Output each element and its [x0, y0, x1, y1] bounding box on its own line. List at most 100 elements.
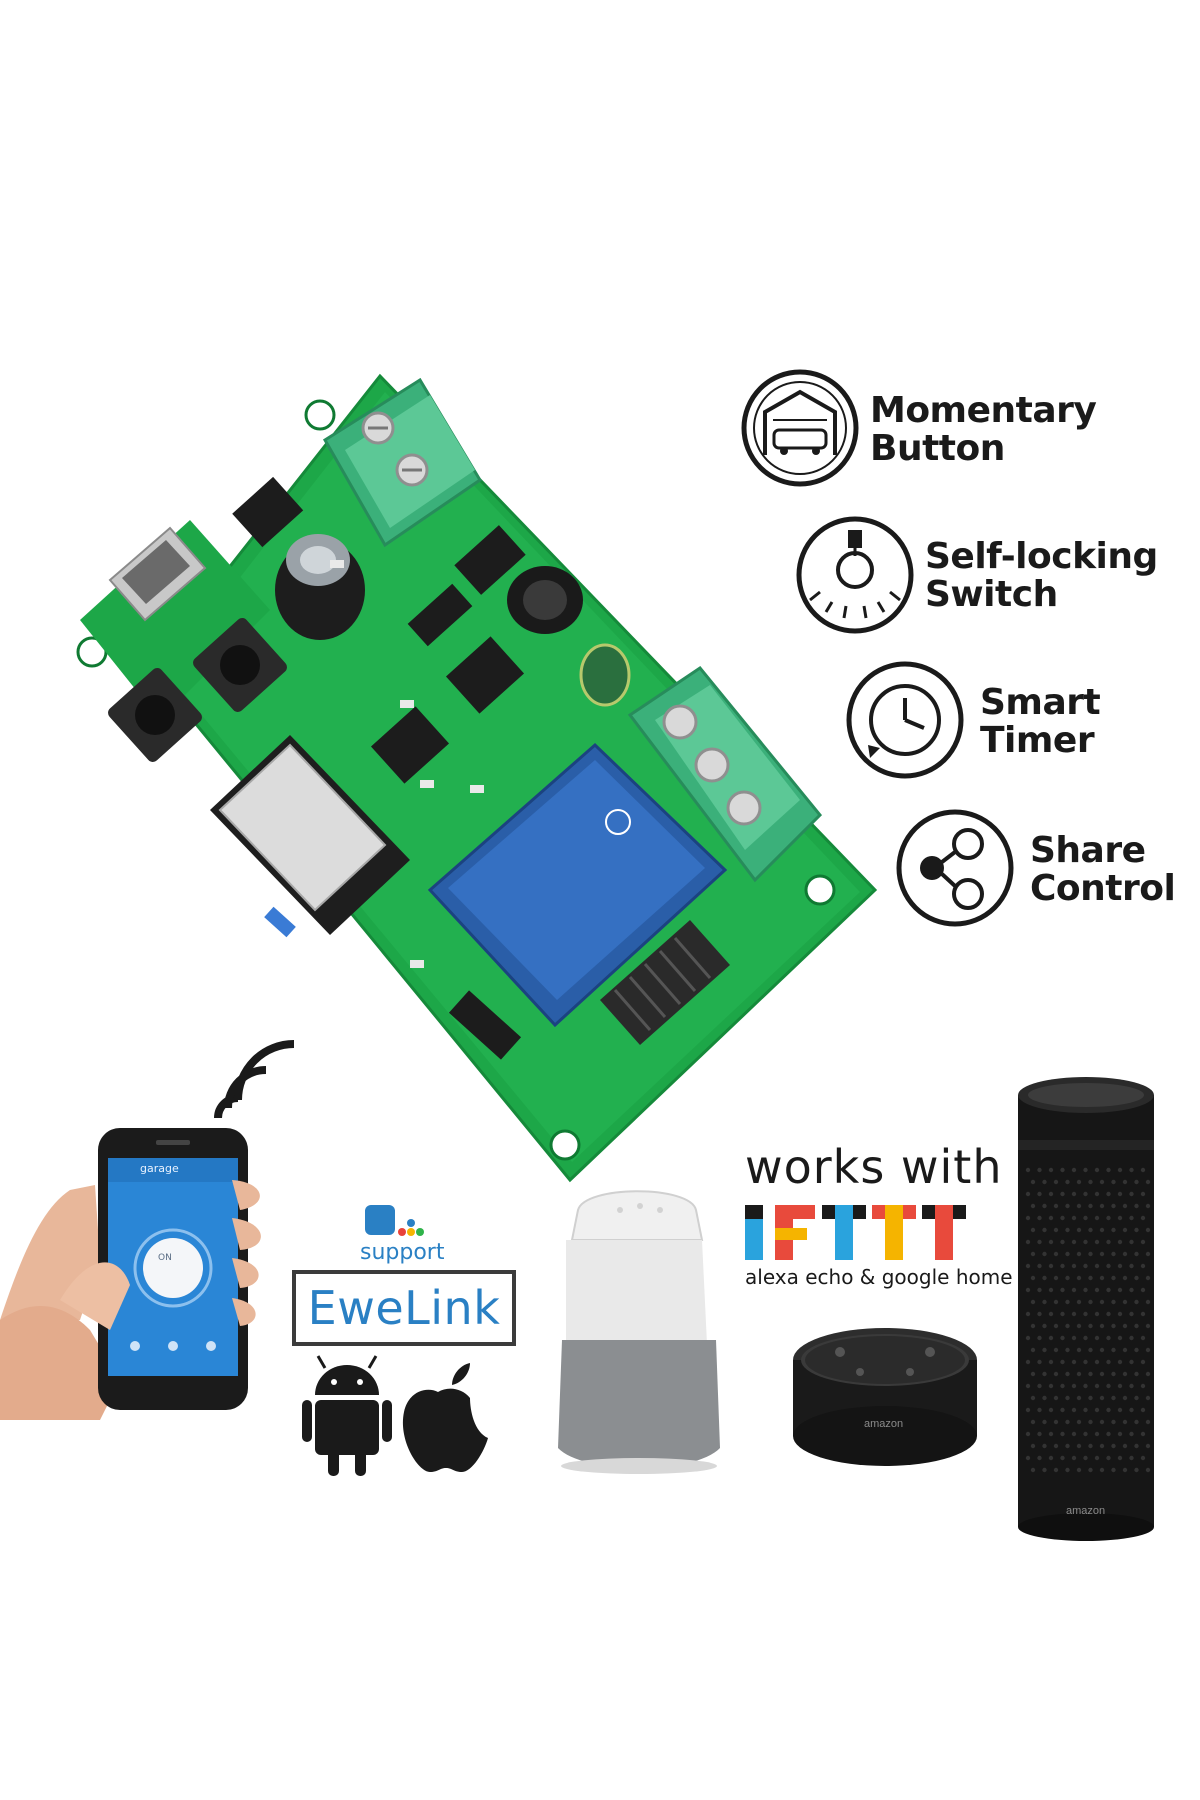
grille-dot	[1083, 1335, 1088, 1341]
grille-dot	[1037, 1455, 1042, 1461]
grille-dot	[1065, 1179, 1070, 1185]
grille-dot	[1111, 1371, 1116, 1377]
grille-dot	[1042, 1299, 1047, 1305]
grille-dot	[1030, 1203, 1036, 1209]
share-icon	[896, 809, 1014, 927]
grille-dot	[1048, 1455, 1054, 1461]
usb-port	[108, 526, 207, 622]
grille-dot	[1065, 1419, 1070, 1425]
grille-dot	[1117, 1407, 1123, 1413]
grille-dot	[1048, 1359, 1054, 1365]
grille-dot	[1140, 1431, 1146, 1437]
grille-dot	[1025, 1287, 1031, 1293]
clock-icon	[846, 661, 964, 779]
grille-dot	[1094, 1431, 1100, 1437]
grille-dot	[1053, 1251, 1059, 1257]
grille-dot	[1145, 1371, 1151, 1377]
grille-dot	[1088, 1347, 1093, 1353]
grille-dot	[1042, 1275, 1047, 1281]
grille-dot	[1099, 1275, 1105, 1281]
grille-dot	[1083, 1383, 1088, 1389]
grille-dot	[1025, 1335, 1031, 1341]
grille-dot	[1025, 1383, 1031, 1389]
grille-dot	[1030, 1227, 1036, 1233]
grille-dot	[1060, 1215, 1065, 1221]
grille-dot	[1030, 1419, 1036, 1425]
garage-car-icon	[741, 369, 859, 487]
grille-dot	[1071, 1383, 1077, 1389]
grille-dot	[1140, 1263, 1146, 1269]
grille-dot	[1099, 1371, 1105, 1377]
grille-dot	[1134, 1299, 1139, 1305]
grille-dot	[1129, 1263, 1134, 1269]
grille-dot	[1037, 1359, 1042, 1365]
grille-dot	[1140, 1407, 1146, 1413]
grille-dot	[1071, 1407, 1077, 1413]
grille-dot	[1065, 1251, 1070, 1257]
grille-dot	[1129, 1359, 1134, 1365]
grille-dot	[1037, 1383, 1042, 1389]
grille-dot	[1042, 1227, 1047, 1233]
grille-dot	[1117, 1455, 1123, 1461]
grille-dot	[1025, 1359, 1031, 1365]
grille-dot	[1083, 1263, 1088, 1269]
grille-dot	[1134, 1419, 1139, 1425]
grille-dot	[1048, 1167, 1054, 1173]
grille-dot	[1099, 1443, 1105, 1449]
grille-dot	[1129, 1407, 1134, 1413]
grille-dot	[1060, 1311, 1065, 1317]
grille-dot	[1025, 1167, 1031, 1173]
grille-dot	[1134, 1227, 1139, 1233]
feature-line: Share	[1030, 830, 1146, 871]
echo-brand-label: amazon	[1066, 1505, 1106, 1517]
grille-dot	[1111, 1227, 1116, 1233]
grille-dot	[1106, 1287, 1111, 1293]
grille-dot	[1071, 1311, 1077, 1317]
grille-dot	[1065, 1323, 1070, 1329]
grille-dot	[1088, 1443, 1093, 1449]
feature-smart-timer: Smart Timer	[980, 684, 1101, 760]
grille-dot	[1042, 1395, 1047, 1401]
grille-dot	[1145, 1395, 1151, 1401]
grille-dot	[1060, 1407, 1065, 1413]
grille-dot	[1076, 1323, 1082, 1329]
grille-dot	[1071, 1167, 1077, 1173]
grille-dot	[1111, 1179, 1116, 1185]
grille-dot	[1140, 1359, 1146, 1365]
grille-dot	[1083, 1455, 1088, 1461]
grille-dot	[1065, 1443, 1070, 1449]
grille-dot	[1083, 1239, 1088, 1245]
grille-dot	[1053, 1419, 1059, 1425]
grille-dot	[1088, 1275, 1093, 1281]
grille-dot	[1025, 1263, 1031, 1269]
grille-dot	[1071, 1431, 1077, 1437]
grille-dot	[1106, 1263, 1111, 1269]
ewelink-logo-mark	[365, 1205, 424, 1236]
grille-dot	[1076, 1395, 1082, 1401]
grille-dot	[1122, 1467, 1128, 1473]
grille-dot	[1106, 1359, 1111, 1365]
feature-line: Button	[870, 428, 1005, 469]
grille-dot	[1134, 1467, 1139, 1473]
grille-dot	[1037, 1311, 1042, 1317]
grille-dot	[1037, 1287, 1042, 1293]
grille-dot	[1053, 1347, 1059, 1353]
grille-dot	[1094, 1239, 1100, 1245]
grille-dot	[1030, 1443, 1036, 1449]
echo-speaker	[1018, 1077, 1154, 1541]
antenna-coil	[600, 920, 730, 1045]
phone-screen-title: garage	[140, 1162, 179, 1175]
feature-line: Control	[1030, 868, 1176, 909]
grille-dot	[1088, 1419, 1093, 1425]
grille-dot	[1053, 1179, 1059, 1185]
grille-dot	[1083, 1407, 1088, 1413]
grille-dot	[1083, 1359, 1088, 1365]
grille-dot	[1065, 1275, 1070, 1281]
grille-dot	[1060, 1431, 1065, 1437]
grille-dot	[1099, 1323, 1105, 1329]
grille-dot	[1060, 1359, 1065, 1365]
grille-dot	[1042, 1443, 1047, 1449]
grille-dot	[1037, 1215, 1042, 1221]
